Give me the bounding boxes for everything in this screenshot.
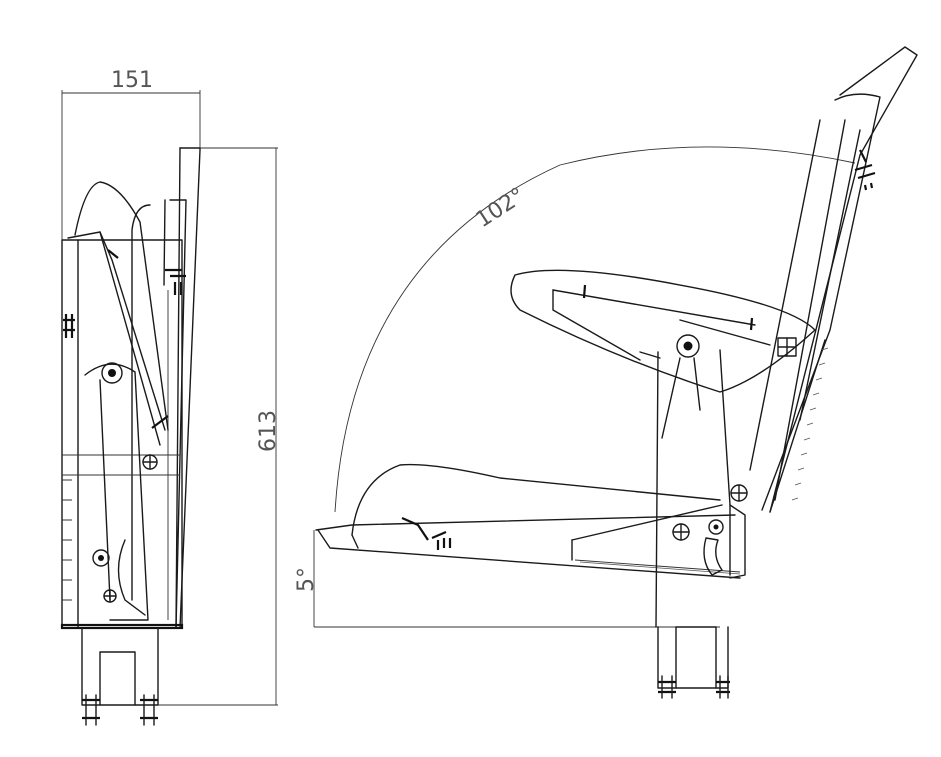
folded-frame bbox=[60, 239, 184, 630]
folded-cushion bbox=[67, 181, 169, 446]
seat-cushion bbox=[315, 463, 741, 579]
armrest bbox=[510, 269, 816, 393]
recline-angle-dimension: 102° bbox=[334, 146, 856, 513]
tilt-angle-label: 5° bbox=[294, 567, 319, 592]
folded-base-bracket bbox=[81, 627, 159, 726]
folded-seat-view: 151 613 bbox=[60, 68, 281, 726]
seat-frame-rear bbox=[655, 349, 748, 628]
reclined-backrest bbox=[749, 46, 918, 513]
height-dimension-label: 613 bbox=[256, 410, 281, 452]
open-base-bracket bbox=[657, 504, 746, 699]
folded-pivots bbox=[92, 362, 158, 603]
recline-angle-label: 102° bbox=[472, 183, 530, 233]
armrest-pivot bbox=[661, 334, 797, 439]
open-seat-view: 102° 5° bbox=[294, 46, 918, 699]
folded-backrest bbox=[131, 147, 201, 629]
width-dimension-label: 151 bbox=[111, 68, 153, 93]
backrest-hatching bbox=[791, 347, 829, 501]
tilt-angle-dimension: 5° bbox=[294, 530, 720, 628]
width-dimension: 151 bbox=[61, 68, 201, 240]
height-dimension: 613 bbox=[145, 147, 281, 706]
